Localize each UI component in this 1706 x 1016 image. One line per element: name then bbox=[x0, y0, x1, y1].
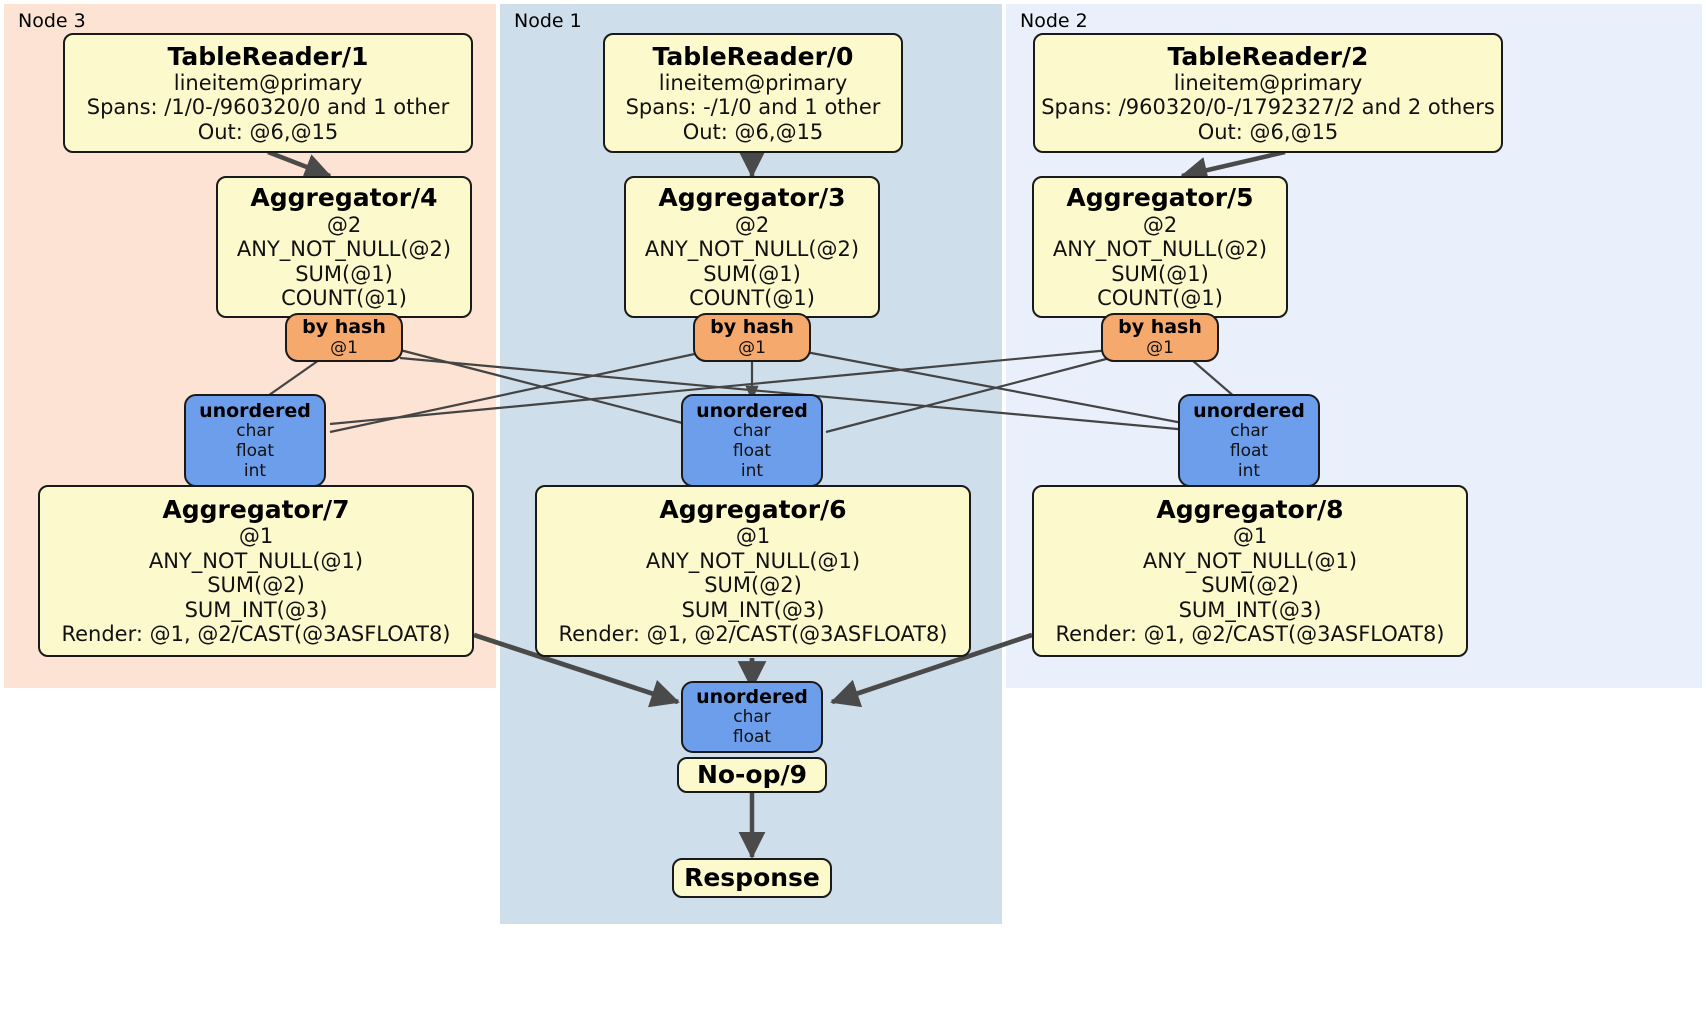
receiver-type: char bbox=[236, 420, 274, 441]
processor-detail: Out: @6,@15 bbox=[197, 119, 339, 144]
router-detail: @1 bbox=[330, 337, 358, 358]
router-by-hash-center[interactable]: by hash @1 bbox=[693, 313, 811, 362]
processor-detail: SUM(@2) bbox=[207, 573, 305, 598]
region-node-2-label: Node 2 bbox=[1020, 10, 1088, 32]
processor-detail: COUNT(@1) bbox=[689, 286, 815, 311]
processor-tablereader-1[interactable]: TableReader/1 lineitem@primary Spans: /1… bbox=[63, 33, 473, 153]
processor-detail: Out: @6,@15 bbox=[1197, 119, 1339, 144]
processor-title: Response bbox=[684, 863, 820, 893]
processor-aggregator-6[interactable]: Aggregator/6 @1 ANY_NOT_NULL(@1) SUM(@2)… bbox=[535, 485, 971, 657]
receiver-unordered-center[interactable]: unordered char float int bbox=[681, 394, 823, 487]
router-detail: @1 bbox=[738, 337, 766, 358]
processor-title: TableReader/0 bbox=[652, 41, 854, 71]
processor-title: Aggregator/6 bbox=[659, 494, 847, 524]
receiver-title: unordered bbox=[696, 399, 808, 422]
processor-detail: Spans: -/1/0 and 1 other bbox=[625, 95, 881, 120]
processor-detail: ANY_NOT_NULL(@1) bbox=[148, 548, 364, 573]
processor-detail: COUNT(@1) bbox=[281, 286, 407, 311]
processor-response[interactable]: Response bbox=[672, 858, 832, 898]
processor-title: TableReader/2 bbox=[1167, 41, 1369, 71]
processor-aggregator-3[interactable]: Aggregator/3 @2 ANY_NOT_NULL(@2) SUM(@1)… bbox=[624, 176, 880, 318]
processor-detail: @1 bbox=[1232, 524, 1268, 549]
router-title: by hash bbox=[710, 316, 794, 339]
processor-detail: Render: @1, @2/CAST(@3ASFLOAT8) bbox=[61, 622, 451, 647]
processor-detail: ANY_NOT_NULL(@2) bbox=[644, 237, 860, 262]
receiver-type: char bbox=[733, 707, 771, 728]
receiver-type: int bbox=[740, 460, 764, 481]
processor-title: Aggregator/8 bbox=[1156, 494, 1344, 524]
region-node-3-label: Node 3 bbox=[18, 10, 86, 32]
receiver-type: char bbox=[733, 420, 771, 441]
processor-detail: ANY_NOT_NULL(@2) bbox=[236, 237, 452, 262]
processor-detail: ANY_NOT_NULL(@1) bbox=[1142, 548, 1358, 573]
processor-detail: Spans: /1/0-/960320/0 and 1 other bbox=[86, 95, 450, 120]
processor-detail: @1 bbox=[735, 524, 771, 549]
processor-detail: ANY_NOT_NULL(@1) bbox=[645, 548, 861, 573]
receiver-unordered-final[interactable]: unordered char float bbox=[681, 681, 823, 753]
receiver-title: unordered bbox=[1193, 399, 1305, 422]
processor-title: No-op/9 bbox=[696, 760, 808, 790]
processor-detail: SUM_INT(@3) bbox=[184, 597, 328, 622]
router-title: by hash bbox=[302, 316, 386, 339]
processor-detail: lineitem@primary bbox=[658, 70, 848, 95]
processor-detail: lineitem@primary bbox=[1173, 70, 1363, 95]
receiver-title: unordered bbox=[199, 399, 311, 422]
processor-tablereader-2[interactable]: TableReader/2 lineitem@primary Spans: /9… bbox=[1033, 33, 1503, 153]
receiver-unordered-right[interactable]: unordered char float int bbox=[1178, 394, 1320, 487]
processor-title: Aggregator/3 bbox=[658, 183, 846, 213]
receiver-type: char bbox=[1230, 420, 1268, 441]
region-node-1-label: Node 1 bbox=[514, 10, 582, 32]
processor-detail: SUM(@1) bbox=[295, 261, 393, 286]
processor-detail: ANY_NOT_NULL(@2) bbox=[1052, 237, 1268, 262]
processor-aggregator-5[interactable]: Aggregator/5 @2 ANY_NOT_NULL(@2) SUM(@1)… bbox=[1032, 176, 1288, 318]
receiver-type: int bbox=[243, 460, 267, 481]
receiver-title: unordered bbox=[696, 686, 808, 709]
processor-aggregator-8[interactable]: Aggregator/8 @1 ANY_NOT_NULL(@1) SUM(@2)… bbox=[1032, 485, 1468, 657]
receiver-type: float bbox=[732, 440, 772, 461]
processor-title: Aggregator/7 bbox=[162, 494, 350, 524]
receiver-type: float bbox=[235, 440, 275, 461]
receiver-type: float bbox=[1229, 440, 1269, 461]
processor-title: Aggregator/4 bbox=[250, 183, 438, 213]
processor-title: TableReader/1 bbox=[167, 41, 369, 71]
processor-noop-9[interactable]: No-op/9 bbox=[677, 757, 827, 793]
processor-detail: SUM(@1) bbox=[1111, 261, 1209, 286]
processor-detail: lineitem@primary bbox=[173, 70, 363, 95]
processor-detail: SUM(@2) bbox=[704, 573, 802, 598]
receiver-type: float bbox=[732, 727, 772, 748]
processor-detail: Render: @1, @2/CAST(@3ASFLOAT8) bbox=[1055, 622, 1445, 647]
processor-aggregator-4[interactable]: Aggregator/4 @2 ANY_NOT_NULL(@2) SUM(@1)… bbox=[216, 176, 472, 318]
processor-tablereader-0[interactable]: TableReader/0 lineitem@primary Spans: -/… bbox=[603, 33, 903, 153]
processor-detail: SUM_INT(@3) bbox=[1178, 597, 1322, 622]
processor-detail: @2 bbox=[1142, 212, 1178, 237]
processor-detail: SUM(@1) bbox=[703, 261, 801, 286]
processor-detail: SUM(@2) bbox=[1201, 573, 1299, 598]
processor-aggregator-7[interactable]: Aggregator/7 @1 ANY_NOT_NULL(@1) SUM(@2)… bbox=[38, 485, 474, 657]
receiver-type: int bbox=[1237, 460, 1261, 481]
processor-detail: COUNT(@1) bbox=[1097, 286, 1223, 311]
receiver-unordered-left[interactable]: unordered char float int bbox=[184, 394, 326, 487]
processor-detail: Spans: /960320/0-/1792327/2 and 2 others bbox=[1041, 95, 1495, 120]
router-by-hash-right[interactable]: by hash @1 bbox=[1101, 313, 1219, 362]
processor-detail: @1 bbox=[238, 524, 274, 549]
processor-detail: SUM_INT(@3) bbox=[681, 597, 825, 622]
processor-detail: @2 bbox=[734, 212, 770, 237]
router-detail: @1 bbox=[1146, 337, 1174, 358]
processor-detail: Render: @1, @2/CAST(@3ASFLOAT8) bbox=[558, 622, 948, 647]
router-by-hash-left[interactable]: by hash @1 bbox=[285, 313, 403, 362]
processor-detail: Out: @6,@15 bbox=[682, 119, 824, 144]
processor-title: Aggregator/5 bbox=[1066, 183, 1254, 213]
router-title: by hash bbox=[1118, 316, 1202, 339]
processor-detail: @2 bbox=[326, 212, 362, 237]
